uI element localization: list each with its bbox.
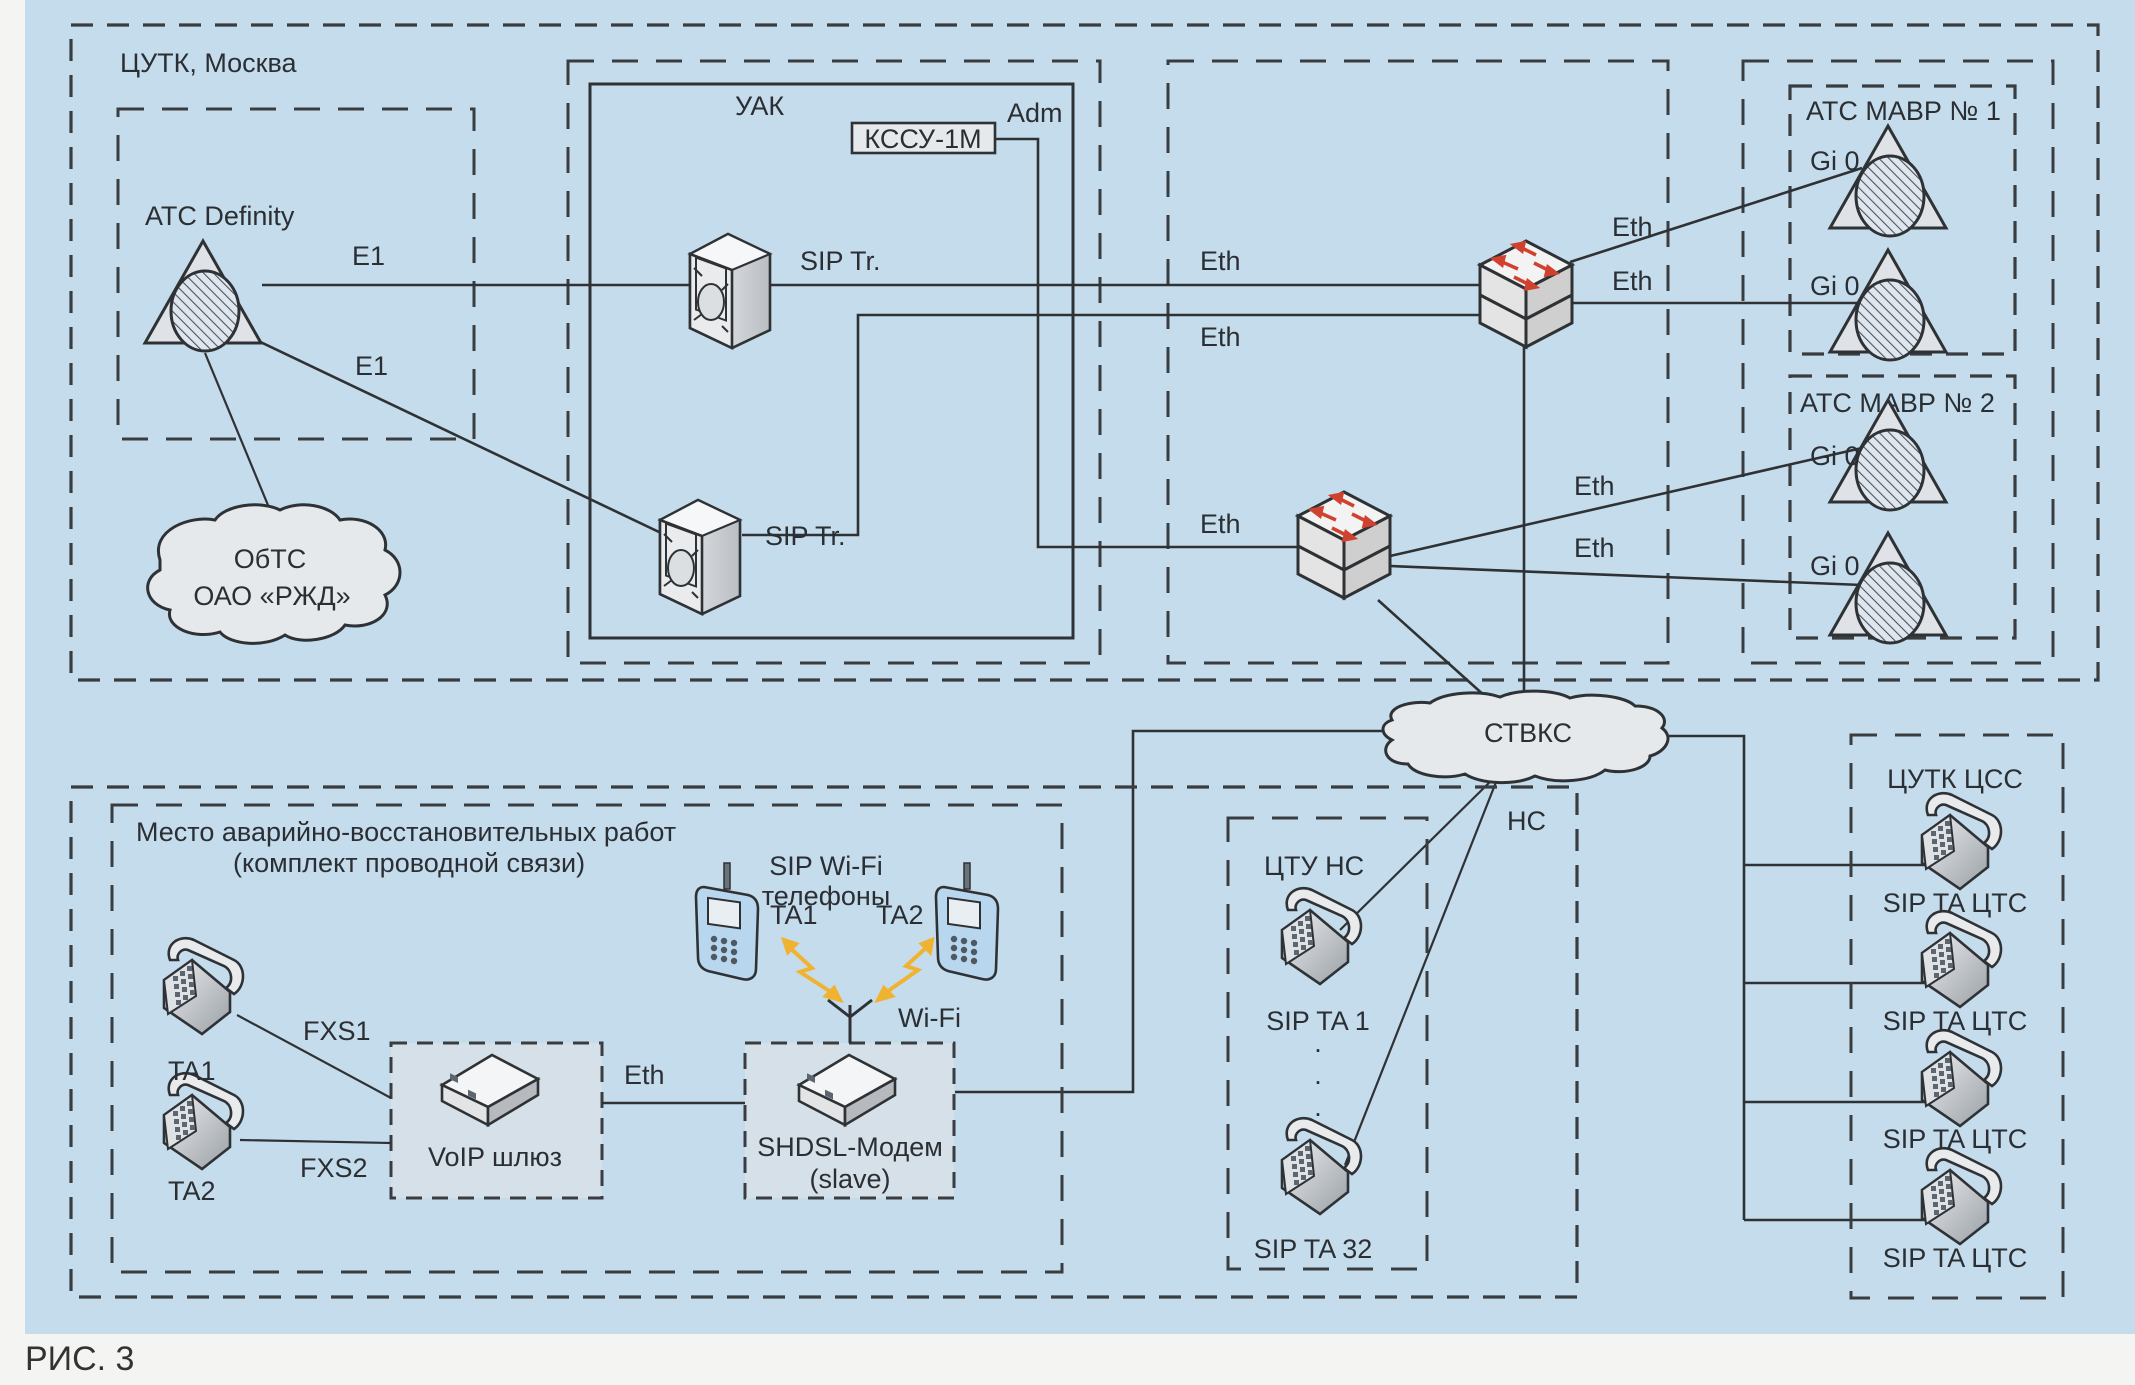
wire-stvks-sip-ta32: [1343, 771, 1502, 1166]
switch-2-icon: [1296, 490, 1392, 600]
wifi-label: Wi-Fi: [898, 1003, 961, 1033]
eth-label-r4: Eth: [1574, 533, 1615, 563]
stvks-cloud: [1381, 689, 1670, 785]
kssu-box: [850, 121, 997, 155]
shdsl-modem-label-1: SHDSL-Модем: [757, 1132, 943, 1162]
fxs2-label: FXS2: [300, 1153, 368, 1183]
wifi-title-1: SIP Wi-Fi: [769, 851, 883, 881]
wire-switch2-mavr2-b: [1389, 564, 1863, 587]
diagram-background: [25, 0, 2135, 1334]
ellipsis-2: ·: [1314, 1066, 1323, 1096]
switch-1-icon: [1478, 239, 1574, 349]
sip-ta-cts-2-label: SIP TA ЦТС: [1883, 1006, 2028, 1036]
zone-moscow-frame: [69, 23, 2100, 682]
zone-switches-frame: [1166, 59, 1670, 665]
shdsl-modem-label-2: (slave): [809, 1164, 890, 1194]
mavr2-port-1: Gi 0: [1810, 441, 1860, 471]
sip-trunk-2-icon: [658, 498, 742, 616]
figure-caption: РИС. 3: [25, 1340, 134, 1378]
mavr1-port-2: Gi 0: [1810, 271, 1860, 301]
zone-uak-solid-frame: [588, 82, 1075, 640]
wire-switch2-mavr2-a: [1389, 446, 1863, 558]
zone-mavr-frame: [1741, 59, 2055, 665]
mavr1-port-1: Gi 0: [1810, 146, 1860, 176]
wire-siptr2-switch1: [742, 313, 1482, 537]
e1-label-1: E1: [352, 241, 385, 271]
wire-fxs2: [239, 1138, 392, 1145]
wire-stvks-sip-ta1: [1339, 771, 1501, 931]
field-site-title-2: (комплект проводной связи): [233, 848, 585, 878]
eth-label-l2: Eth: [1200, 322, 1241, 352]
wifi-title-2: телефоны: [762, 881, 891, 911]
mavr1-title: АТС МАВР № 1: [1806, 96, 2001, 126]
cutk-css-title: ЦУТК ЦСС: [1887, 764, 2023, 794]
sip-ta-cts-3-label: SIP TA ЦТС: [1883, 1124, 2028, 1154]
wired-phone-ta2-label: TA2: [168, 1176, 216, 1206]
wire-adm-switch2: [995, 137, 1298, 549]
zone-mavr2-frame: [1788, 374, 2017, 640]
eth-label-r2: Eth: [1612, 266, 1653, 296]
zone-cutk-css-frame: [1849, 733, 2065, 1300]
kssu-label: КССУ-1М: [864, 124, 981, 154]
atc-definity-title: АТС Definity: [145, 201, 295, 231]
wire-switch2-stvks: [1377, 599, 1487, 698]
eth-label-r1: Eth: [1612, 212, 1653, 242]
wired-phone-ta1-label: TA1: [168, 1056, 216, 1086]
eth-label-r3: Eth: [1574, 471, 1615, 501]
uak-title: УАК: [735, 91, 784, 121]
eth-label-l3: Eth: [1200, 509, 1241, 539]
sip-trunk-1-icon: [688, 232, 772, 350]
mavr2-port-2: Gi 0: [1810, 551, 1860, 581]
wire-stvks-modem: [955, 729, 1390, 1094]
zone-uak-dashed-frame: [566, 59, 1102, 665]
zone-atc-definity-frame: [116, 107, 476, 441]
sip-ta-cts-1-label: SIP TA ЦТС: [1883, 888, 2028, 918]
e1-label-2: E1: [355, 351, 388, 381]
ns-link-label: НС: [1507, 806, 1546, 836]
zone-ctu-ns-frame: [1226, 816, 1429, 1271]
adm-label: Adm: [1007, 98, 1063, 128]
zone-moscow-title: ЦУТК, Москва: [120, 48, 298, 78]
wifi-phone-ta2-label: TA2: [876, 900, 924, 930]
wire-fxs1: [236, 1014, 392, 1099]
wire-switch1-mavr1-a: [1569, 166, 1863, 264]
obts-line1: ОбТС: [234, 544, 306, 574]
obts-cloud: [146, 503, 402, 645]
eth-label-l1: Eth: [1200, 246, 1241, 276]
wifi-signal-icon: [780, 936, 935, 1004]
fxs1-label: FXS1: [303, 1016, 371, 1046]
eth-field-label: Eth: [624, 1060, 665, 1090]
voip-gateway-label: VoIP шлюз: [428, 1142, 562, 1172]
zone-mavr1-frame: [1788, 84, 2017, 356]
field-site-title-1: Место аварийно-восстановительных работ: [136, 817, 676, 847]
ellipsis-3: ·: [1314, 1098, 1323, 1128]
sip-ta-cts-4-label: SIP TA ЦТС: [1883, 1243, 2028, 1273]
wire-stvks-cutk-css: [1662, 734, 1746, 1220]
ctu-ns-title: ЦТУ НС: [1264, 851, 1364, 881]
sip-trunk-1-label: SIP Tr.: [800, 246, 881, 276]
wifi-phone-ta1-label: TA1: [770, 900, 818, 930]
sip-ta1-label: SIP TA 1: [1266, 1006, 1370, 1036]
zone-field-site-frame: [110, 803, 1064, 1274]
wifi-antenna-icon: [827, 998, 873, 1043]
sip-trunk-2-label: SIP Tr.: [765, 521, 846, 551]
mavr2-title: АТС МАВР № 2: [1800, 388, 1995, 418]
stvks-label: СТВКС: [1484, 718, 1572, 748]
ellipsis-1: ·: [1314, 1034, 1323, 1064]
sip-ta32-label: SIP TA 32: [1254, 1234, 1373, 1264]
obts-line2: ОАО «РЖД»: [193, 581, 350, 611]
wire-e1-diagonal: [251, 336, 681, 544]
wire-atc-obts: [203, 352, 272, 511]
